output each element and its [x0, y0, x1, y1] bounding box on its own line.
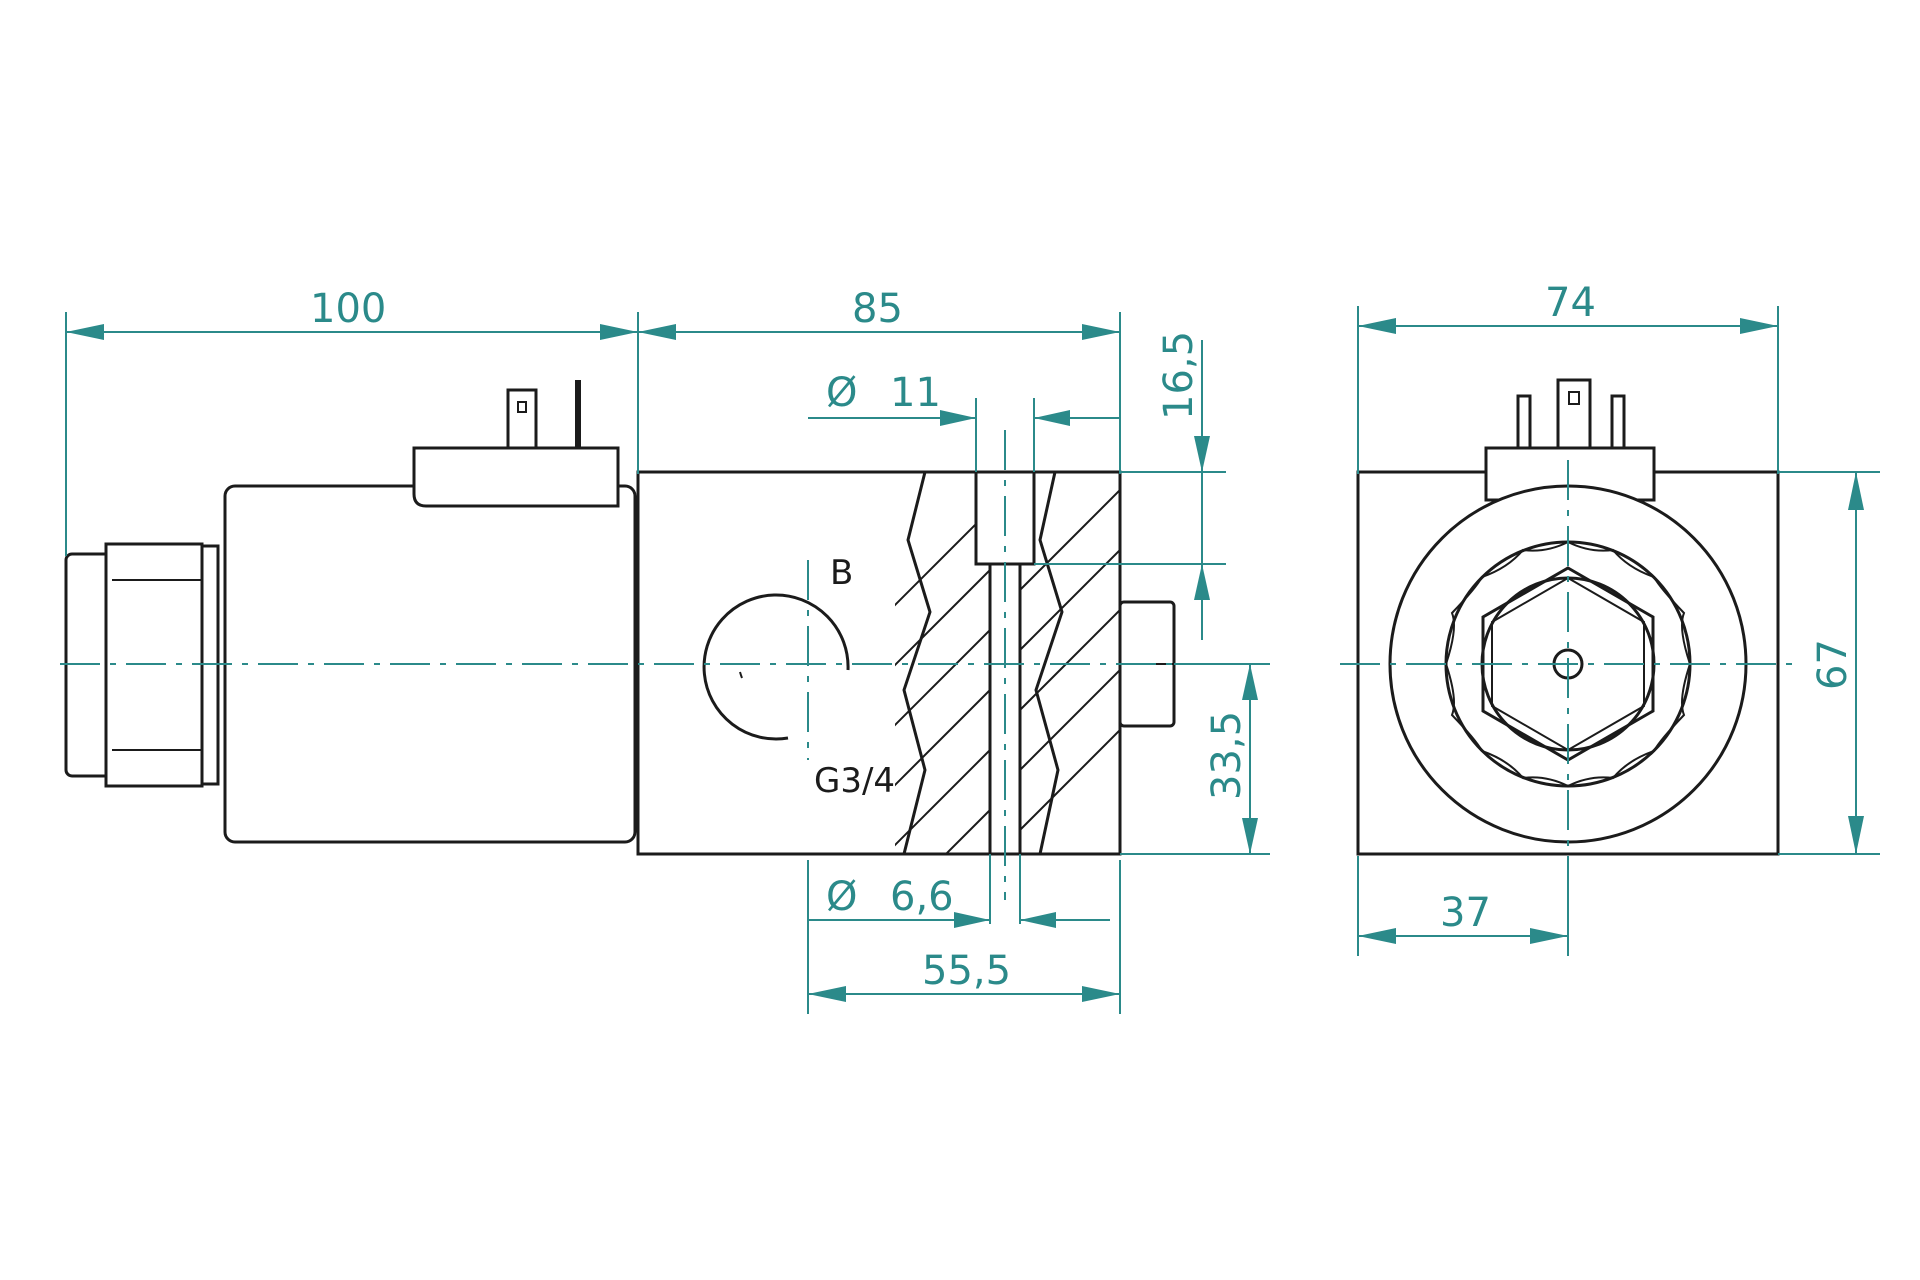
side-view-dimensions	[65, 312, 1270, 1014]
terminal-spade	[506, 388, 538, 450]
dim-text-33-5: 33,5	[1204, 711, 1250, 800]
dim-text-67: 67	[1810, 639, 1856, 690]
dim-text-small-bore: 6,6	[890, 874, 954, 920]
port-thread-label: G3/4	[814, 761, 895, 801]
dim-text-85: 85	[852, 286, 903, 332]
end-view-dimensions	[1357, 306, 1880, 956]
dim-text-37: 37	[1440, 890, 1491, 936]
port-name-label: B	[830, 553, 853, 593]
dim-text-bore: 11	[890, 370, 941, 416]
end-view	[1340, 378, 1800, 870]
port-b-circle	[702, 593, 850, 741]
dia-symbol-small-bore: Ø	[826, 874, 857, 920]
dim-text-74: 74	[1545, 280, 1596, 326]
terminal-block	[412, 446, 620, 508]
dim-text-16-5: 16,5	[1156, 331, 1202, 420]
dim-text-55-5: 55,5	[922, 948, 1011, 994]
side-view	[60, 380, 1200, 900]
dia-symbol-bore: Ø	[826, 370, 857, 416]
dim-text-100: 100	[310, 286, 386, 332]
end-view-connector	[1484, 446, 1656, 502]
